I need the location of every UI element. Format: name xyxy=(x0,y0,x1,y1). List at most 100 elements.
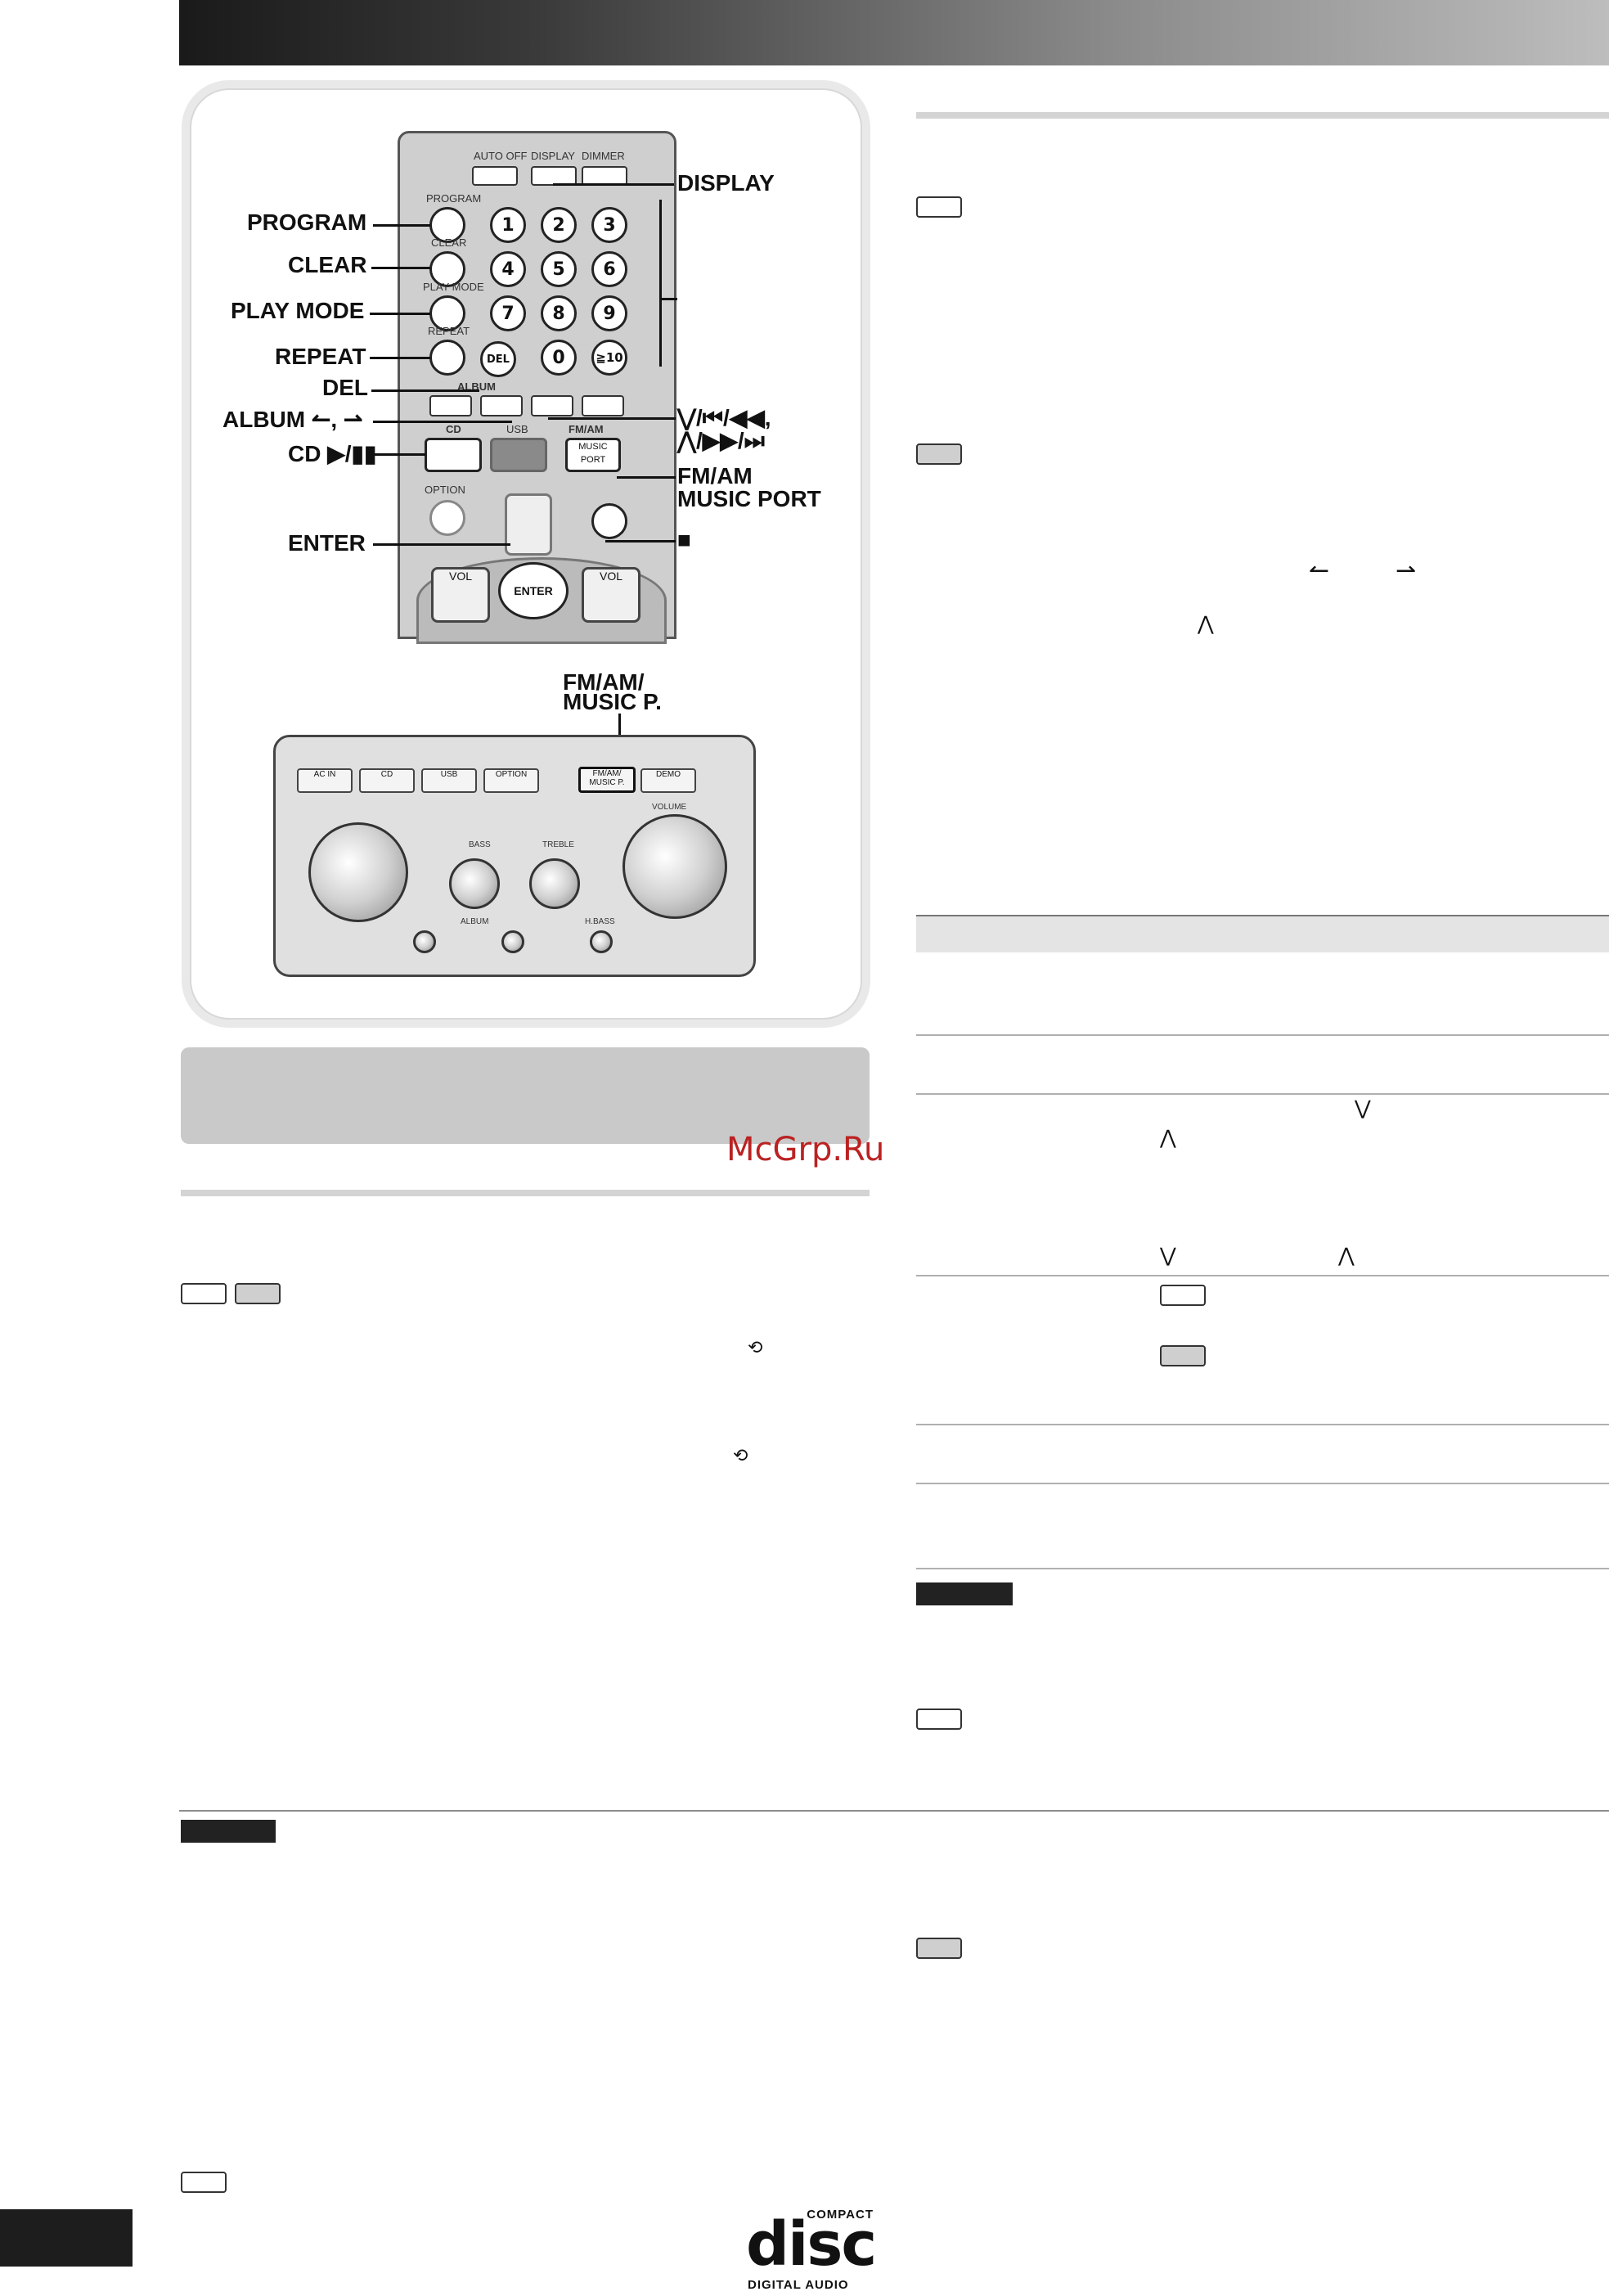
number-button[interactable]: 4 xyxy=(490,251,526,287)
stop-button[interactable] xyxy=(591,503,627,539)
dimmer-label: DIMMER xyxy=(582,150,625,162)
usb-key-icon-table xyxy=(1160,1345,1206,1366)
cd-play-leader xyxy=(373,453,425,456)
cd-logo-top: COMPACT xyxy=(807,2208,874,2222)
down-symbol-2: ⋁ xyxy=(1160,1245,1176,1267)
up-button[interactable] xyxy=(505,493,552,556)
play-mode-leader xyxy=(370,313,430,315)
enter-button[interactable]: ENTER xyxy=(498,562,569,619)
skip-leader xyxy=(548,417,676,420)
down-symbol-1: ⋁ xyxy=(1355,1097,1371,1119)
clear-callout: CLEAR xyxy=(288,252,367,277)
clear-button[interactable] xyxy=(429,251,465,287)
unit-power-label: AC IN xyxy=(313,770,336,779)
fm-am-callout-line2: MUSIC PORT xyxy=(677,486,821,511)
del-button[interactable]: DEL xyxy=(480,341,516,377)
number-button[interactable]: 2 xyxy=(541,207,577,243)
album-prev-symbol: ↼ xyxy=(1309,557,1330,584)
repeat-button[interactable] xyxy=(429,340,465,376)
volume-knob[interactable] xyxy=(622,814,727,919)
number-button[interactable]: 3 xyxy=(591,207,627,243)
usb-key-icon-right xyxy=(916,443,962,465)
number-button[interactable]: 0 xyxy=(541,340,577,376)
skip-callout-line2: ⋀/▶▶/⏭ xyxy=(677,428,765,453)
stop-callout: ■ xyxy=(677,527,691,552)
cd-play-callout: CD ▶/▮▮ xyxy=(288,441,377,466)
skip-callout-line1: ⋁/⏮/◀◀, xyxy=(677,405,771,430)
usb-label: USB xyxy=(506,423,528,435)
number-button[interactable]: 7 xyxy=(490,295,526,331)
number-button[interactable]: 8 xyxy=(541,295,577,331)
option-label: OPTION xyxy=(425,484,465,496)
album-prev-knob[interactable] xyxy=(413,930,436,953)
unit-cd-button[interactable]: CD xyxy=(359,768,415,793)
keypad-leader xyxy=(659,298,677,300)
number-button[interactable]: 5 xyxy=(541,251,577,287)
vol-minus-button[interactable]: VOL xyxy=(431,567,490,623)
album-unit-label: ALBUM xyxy=(461,917,489,926)
album-callout: ALBUM ↼, ⇀ xyxy=(222,407,363,432)
up-symbol: ⋀ xyxy=(1198,613,1214,635)
usb-key-icon xyxy=(235,1283,281,1304)
vol-plus-button[interactable]: VOL xyxy=(582,567,640,623)
treble-label: TREBLE xyxy=(542,840,574,849)
option-play-button[interactable] xyxy=(429,500,465,536)
unit-callout-line1: FM/AM/ xyxy=(563,669,645,695)
remote-control: AUTO OFF DISPLAY DIMMER PROGRAM CLEAR PL… xyxy=(398,131,676,644)
cd-logo-main: disc xyxy=(746,2209,877,2280)
play-mode-button[interactable] xyxy=(429,295,465,331)
unit-option-button[interactable]: OPTION xyxy=(483,768,539,793)
watermark: McGrp.Ru xyxy=(726,1131,885,1168)
unit-callout-line2: MUSIC P. xyxy=(563,689,662,714)
program-button[interactable] xyxy=(429,207,465,243)
repeat-leader xyxy=(370,357,430,359)
number-button[interactable]: 6 xyxy=(591,251,627,287)
skip-knob[interactable] xyxy=(308,822,408,922)
table-row-rule-5 xyxy=(916,1483,1609,1484)
unit-fm-am-label: FM/AM/ MUSIC P. xyxy=(589,769,625,787)
display-button[interactable] xyxy=(531,166,577,186)
unit-power-button[interactable]: AC IN xyxy=(297,768,353,793)
unit-demo-button[interactable]: DEMO xyxy=(640,768,696,793)
del-leader xyxy=(371,389,479,392)
fm-am-label: FM/AM xyxy=(569,423,604,435)
table-row-rule-6 xyxy=(916,1568,1609,1569)
skip-back-button[interactable] xyxy=(531,395,573,416)
repeat-icon-2: ⟲ xyxy=(733,1445,748,1465)
table-row-rule-2 xyxy=(916,1093,1609,1095)
music-port-button[interactable]: MUSIC PORT xyxy=(565,438,621,472)
number-button[interactable]: ≧10 xyxy=(591,340,627,376)
display-label: DISPLAY xyxy=(531,150,575,162)
number-button[interactable]: 1 xyxy=(490,207,526,243)
album-prev-button[interactable] xyxy=(429,395,472,416)
skip-forward-button[interactable] xyxy=(582,395,624,416)
play-mode-callout: PLAY MODE xyxy=(231,298,365,323)
table-row-rule-4 xyxy=(916,1424,1609,1425)
up-symbol-1: ⋀ xyxy=(1160,1127,1176,1149)
page-divider xyxy=(179,1810,1609,1812)
bass-knob[interactable] xyxy=(449,858,500,909)
treble-knob[interactable] xyxy=(529,858,580,909)
album-next-button[interactable] xyxy=(480,395,523,416)
album-next-knob[interactable] xyxy=(501,930,524,953)
h-bass-label: H.BASS xyxy=(585,917,615,926)
cd-play-button[interactable] xyxy=(425,438,482,472)
unit-cd-label: CD xyxy=(380,770,393,779)
repeat-callout: REPEAT xyxy=(275,344,366,369)
cd-label: CD xyxy=(446,423,461,435)
up-symbol-2: ⋀ xyxy=(1338,1245,1355,1267)
table-row-rule-1 xyxy=(916,1034,1609,1036)
play-mode-label: PLAY MODE xyxy=(423,281,484,293)
usb-play-button[interactable] xyxy=(490,438,547,472)
fm-am-leader xyxy=(617,476,676,479)
album-next-symbol: ⇀ xyxy=(1396,557,1417,584)
volume-label: VOLUME xyxy=(652,803,687,812)
cd-key-icon-lower xyxy=(181,2172,227,2193)
h-bass-knob[interactable] xyxy=(590,930,613,953)
unit-fm-am-button[interactable]: FM/AM/ MUSIC P. xyxy=(578,767,636,793)
enter-leader xyxy=(373,543,510,546)
auto-off-button[interactable] xyxy=(472,166,518,186)
repeat-icon-1: ⟲ xyxy=(748,1337,763,1357)
number-button[interactable]: 9 xyxy=(591,295,627,331)
unit-usb-button[interactable]: USB xyxy=(421,768,477,793)
